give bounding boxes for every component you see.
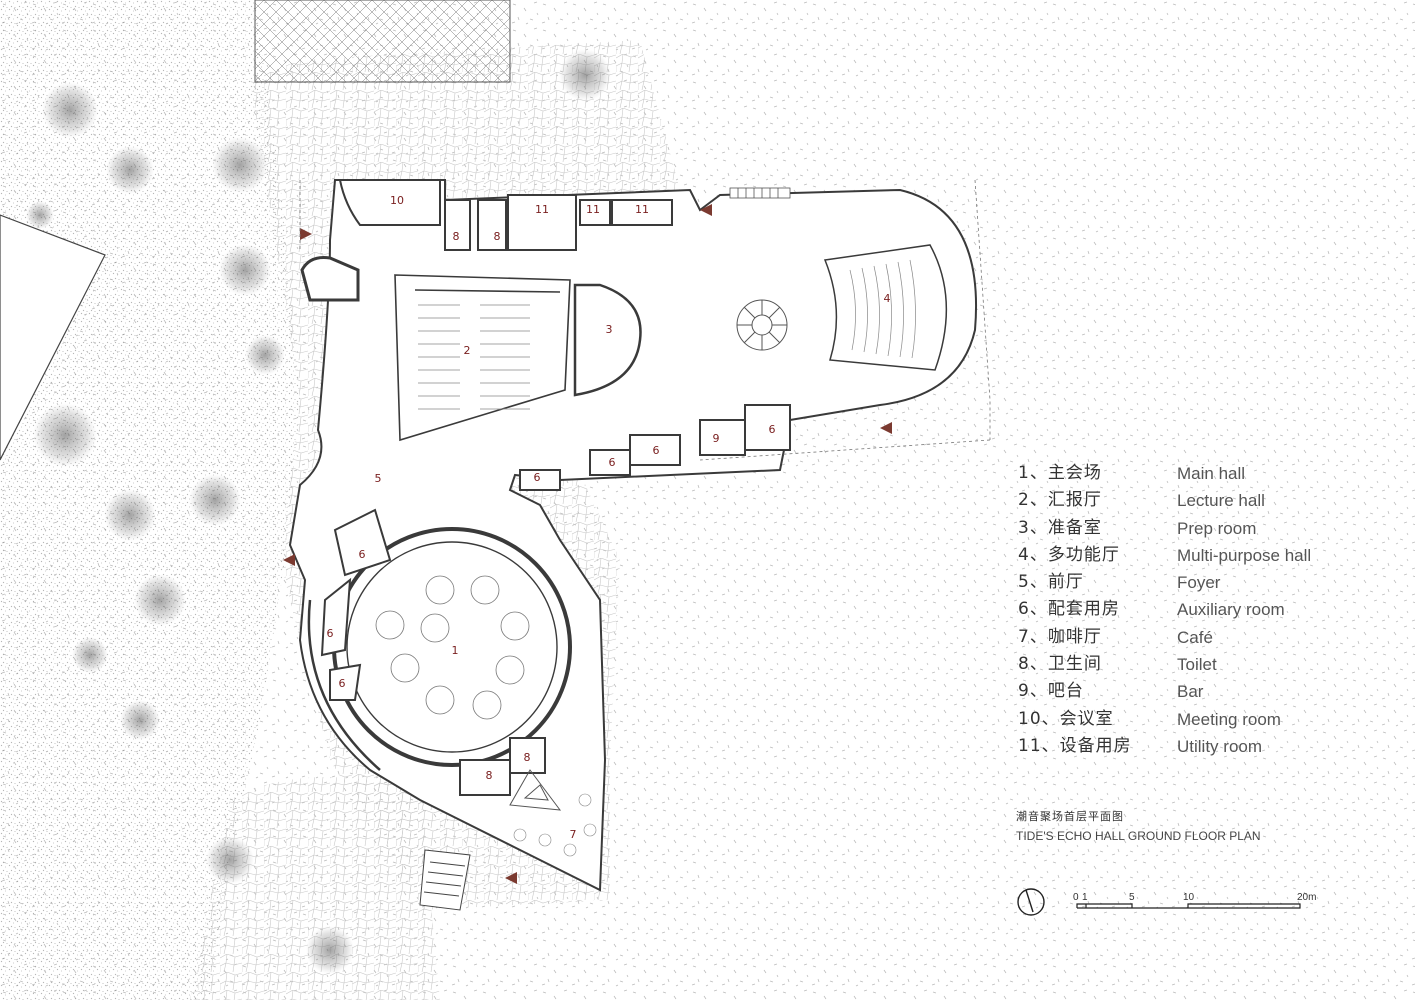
entrance-triangle-icons <box>283 204 892 884</box>
room-label-7: 7 <box>570 828 577 841</box>
legend-row: 7、咖啡厅 Café <box>1018 624 1398 651</box>
room-label-11c: 11 <box>635 203 649 216</box>
exterior-stair-top <box>729 187 791 199</box>
legend-zh: 4、多功能厅 <box>1018 544 1120 565</box>
scale-label-1: 1 <box>1082 892 1088 903</box>
room-label-6b: 6 <box>327 627 334 640</box>
room-label-6e: 6 <box>609 456 616 469</box>
room-label-8d: 8 <box>524 751 531 764</box>
legend-zh: 7、咖啡厅 <box>1018 626 1102 647</box>
legend-row: 10、会议室 Meeting room <box>1018 706 1398 733</box>
legend-zh: 1、主会场 <box>1018 463 1102 483</box>
legend-en: Utility room <box>1177 736 1263 756</box>
spiral-stair <box>736 299 788 351</box>
legend-row: 3、准备室 Prep room <box>1018 515 1398 542</box>
room-label-3: 3 <box>606 323 613 336</box>
room-label-1: 1 <box>452 644 459 657</box>
legend-en: Café <box>1177 627 1213 647</box>
scale-label-10: 10 <box>1183 892 1195 903</box>
legend-zh: 6、配套用房 <box>1018 599 1120 620</box>
room-label-6g: 6 <box>769 423 776 436</box>
room-label-11b: 11 <box>586 203 600 216</box>
room-label-9: 9 <box>713 432 720 445</box>
exterior-stair-bottom <box>419 849 471 911</box>
room-label-6a: 6 <box>359 548 366 561</box>
room-label-6f: 6 <box>653 444 660 457</box>
room-label-6c: 6 <box>339 677 346 690</box>
legend-zh: 11、设备用房 <box>1018 735 1132 756</box>
legend-row: 2、汇报厅 Lecture hall <box>1018 487 1398 514</box>
scale-labels: 0 1 5 10 20m <box>1073 892 1316 903</box>
legend-row: 5、前厅 Foyer <box>1018 569 1398 596</box>
scale-bar <box>1076 903 1301 909</box>
legend-en: Toilet <box>1177 655 1217 675</box>
room-labels: 1 2 3 4 5 6 6 6 6 6 6 6 7 8 8 8 8 9 10 1… <box>327 194 891 841</box>
trees <box>26 49 611 974</box>
room-label-4: 4 <box>884 292 891 305</box>
scale-label-0: 0 <box>1073 892 1079 903</box>
plan-title: 潮音聚场首层平面图 TIDE'S ECHO HALL GROUND FLOOR … <box>1016 808 1261 843</box>
room-label-8c: 8 <box>486 769 493 782</box>
multipurpose-hall-block <box>823 244 948 371</box>
cafe-area <box>509 769 597 857</box>
legend-zh: 2、汇报厅 <box>1018 490 1102 511</box>
legend-row: 11、设备用房 Utility room <box>1018 733 1398 760</box>
hatched-area-top <box>254 0 511 83</box>
legend-row: 6、配套用房 Auxiliary room <box>1018 596 1398 623</box>
room-label-8a: 8 <box>453 230 460 243</box>
service-rooms <box>320 194 791 796</box>
scale-label-5: 5 <box>1129 892 1135 903</box>
legend-row: 8、卫生间 Toilet <box>1018 651 1398 678</box>
scale-label-20m: 20m <box>1297 892 1316 903</box>
plan-title-en: TIDE'S ECHO HALL GROUND FLOOR PLAN <box>1016 829 1261 843</box>
room-label-6d: 6 <box>534 471 541 484</box>
legend-en: Auxiliary room <box>1177 600 1285 620</box>
legend-en: Foyer <box>1177 573 1221 593</box>
legend-zh: 9、吧台 <box>1018 681 1084 702</box>
room-label-5: 5 <box>375 472 382 485</box>
legend-en: Prep room <box>1177 518 1257 538</box>
legend-row: 4、多功能厅 Multi-purpose hall <box>1018 542 1398 569</box>
north-arrow-icon <box>1017 888 1045 916</box>
legend-en: Meeting room <box>1177 709 1281 729</box>
room-label-2: 2 <box>464 344 471 357</box>
site-boundary-dashed <box>299 179 991 461</box>
room-label-8b: 8 <box>494 230 501 243</box>
room-label-10: 10 <box>390 194 404 207</box>
legend-en: Multi-purpose hall <box>1177 545 1312 565</box>
prep-room-outline <box>573 283 642 397</box>
curved-stair-left <box>300 256 360 302</box>
legend-en: Main hall <box>1177 464 1246 483</box>
legend-row: 9、吧台 Bar <box>1018 678 1398 705</box>
adjacent-building-left <box>0 214 106 461</box>
legend-en: Bar <box>1177 682 1204 702</box>
legend-zh: 3、准备室 <box>1018 517 1102 538</box>
lower-paved-path <box>190 777 440 1000</box>
lecture-hall-block <box>394 274 571 442</box>
legend-zh: 8、卫生间 <box>1018 654 1102 675</box>
meeting-room-outline <box>338 179 441 226</box>
legend-zh: 5、前厅 <box>1018 572 1084 593</box>
legend-zh: 10、会议室 <box>1018 708 1114 729</box>
legend: 1、主会场 Main hall 2、汇报厅 Lecture hall 3、准备室 Pr… <box>1018 460 1398 760</box>
legend-en: Lecture hall <box>1177 491 1265 511</box>
plan-title-zh: 潮音聚场首层平面图 <box>1016 810 1124 823</box>
legend-row: 1、主会场 Main hall <box>1018 460 1398 487</box>
room-label-11a: 11 <box>535 203 549 216</box>
